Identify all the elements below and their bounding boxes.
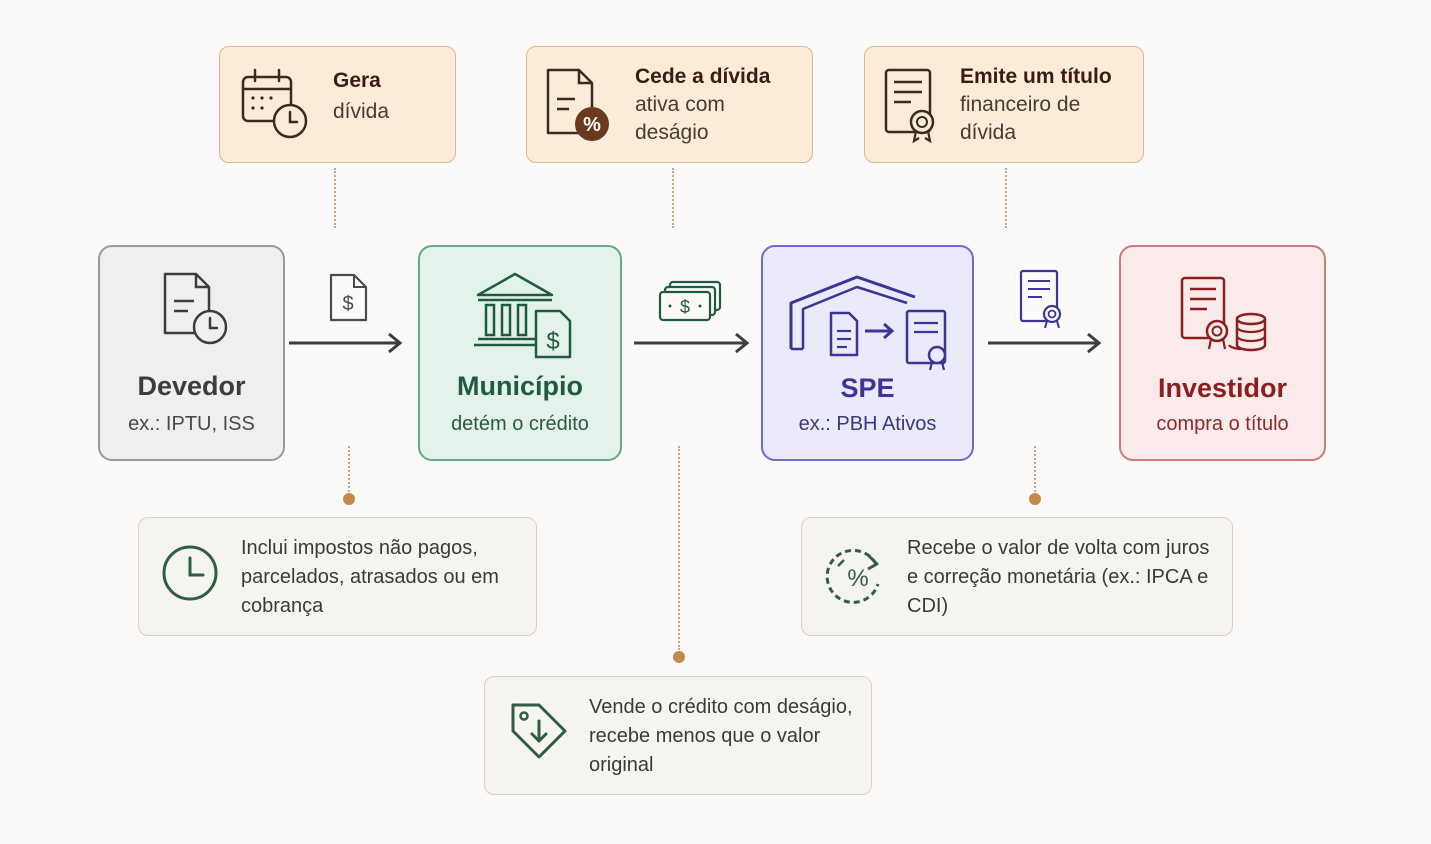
node-description: compra o título	[1156, 413, 1289, 435]
document-clock-icon	[163, 272, 228, 345]
dollar-document-icon: $	[329, 273, 368, 322]
node-municipio: $ Município detém o crédito	[418, 245, 622, 461]
certificate-coins-icon	[1180, 276, 1267, 352]
connector-dot	[673, 651, 685, 663]
top-label-title: Cede a dívida	[635, 65, 771, 88]
document-percent-icon: %	[546, 68, 609, 141]
top-label-gera: Gera dívida	[219, 46, 456, 163]
note-impostos: Inclui impostos não pagos, parcelados, a…	[138, 517, 537, 636]
note-text: Inclui impostos não pagos, parcelados, a…	[241, 537, 499, 617]
node-devedor: Devedor ex.: IPTU, ISS	[98, 245, 285, 461]
svg-text:%: %	[583, 114, 601, 136]
connector-line	[672, 168, 674, 228]
connector-line	[1034, 446, 1036, 492]
node-investidor: Investidor compra o título	[1119, 245, 1326, 461]
node-description: detém o crédito	[451, 413, 589, 435]
note-retorno: % Recebe o valor de volta com juros e co…	[801, 517, 1233, 636]
connector-line	[1005, 168, 1007, 228]
calendar-clock-icon	[241, 68, 308, 139]
node-name: Município	[457, 371, 583, 401]
flow-arrow	[289, 332, 403, 354]
connector-line	[334, 168, 336, 228]
cash-bills-icon: $	[658, 280, 722, 322]
flow-arrow	[634, 332, 750, 354]
flow-arrow	[988, 332, 1102, 354]
note-text: Vende o crédito com deságio, recebe meno…	[589, 696, 853, 776]
note-desagio: Vende o crédito com deságio, recebe meno…	[484, 676, 872, 795]
top-label-cede: % Cede a dívida ativa com deságio	[526, 46, 813, 163]
top-label-emite: Emite um título financeiro de dívida	[864, 46, 1144, 163]
svg-text:%: %	[847, 565, 868, 592]
node-name: SPE	[840, 373, 895, 403]
discount-tag-icon	[511, 703, 567, 759]
top-label-subtitle: dívida	[333, 100, 390, 123]
node-spe: SPE ex.: PBH Ativos	[761, 245, 974, 461]
node-name: Devedor	[137, 371, 246, 401]
connector-line	[348, 446, 350, 492]
svg-text:$: $	[680, 297, 690, 317]
node-name: Investidor	[1157, 373, 1288, 403]
certificate-icon	[1019, 269, 1062, 329]
top-label-subtitle: ativa com deságio	[635, 93, 725, 144]
svg-text:$: $	[342, 293, 353, 315]
node-description: ex.: PBH Ativos	[798, 413, 937, 435]
warehouse-transfer-icon	[789, 275, 947, 371]
connector-line	[678, 446, 680, 650]
bank-building-icon: $	[474, 272, 572, 359]
top-label-title: Emite um título	[960, 65, 1112, 88]
percent-cycle-icon: %	[825, 548, 880, 604]
certificate-document-icon	[884, 68, 935, 144]
top-label-title: Gera	[333, 69, 381, 92]
clock-icon	[162, 545, 218, 601]
connector-dot	[343, 493, 355, 505]
top-label-subtitle: financeiro de dívida	[960, 93, 1081, 144]
svg-text:$: $	[546, 328, 559, 355]
node-description: ex.: IPTU, ISS	[128, 413, 255, 435]
connector-dot	[1029, 493, 1041, 505]
note-text: Recebe o valor de volta com juros e corr…	[907, 537, 1210, 617]
